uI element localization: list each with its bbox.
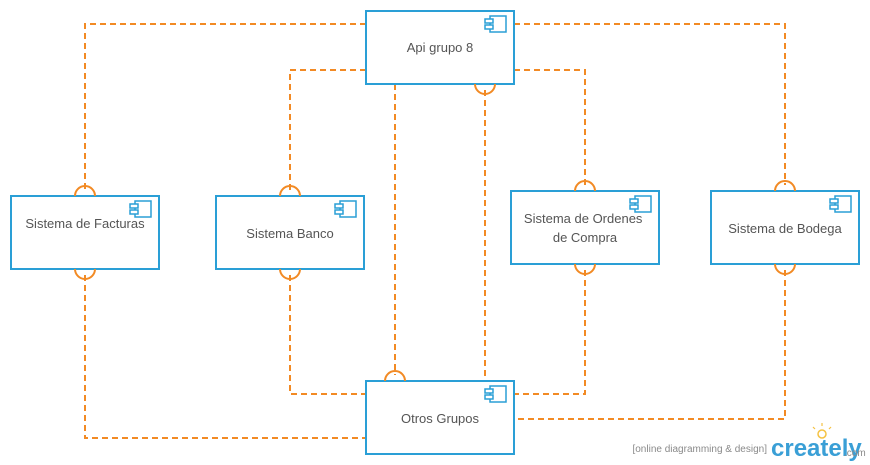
port-ordenes-top [574, 180, 596, 192]
component-icon [484, 15, 507, 33]
component-label: Otros Grupos [401, 411, 480, 426]
component-label: Sistema de Facturas [25, 216, 145, 231]
component-ordenes[interactable]: Sistema de Ordenes de Compra [510, 190, 660, 265]
connector-ordenes-otros[interactable] [514, 270, 586, 395]
component-icon [484, 385, 507, 403]
connector-facturas-otros[interactable] [84, 275, 366, 439]
component-icon [629, 195, 652, 213]
port-otros-top [384, 370, 406, 382]
watermark-brand: creately [771, 435, 862, 462]
component-banco[interactable]: Sistema Banco [215, 195, 365, 270]
connector-api-bodega[interactable] [514, 23, 786, 185]
component-label: Sistema de Ordenes de Compra [524, 211, 646, 245]
watermark-suffix: .com [844, 448, 866, 459]
watermark-tagline: [online diagramming & design] [632, 444, 767, 455]
component-label: Sistema de Bodega [728, 221, 842, 236]
component-label: Sistema Banco [246, 226, 333, 241]
creately-watermark: [online diagramming & design] creately .… [632, 423, 866, 462]
connector-api-banco[interactable] [289, 69, 366, 190]
port-facturas-bottom [74, 268, 96, 280]
port-bodega-bottom [774, 263, 796, 275]
connector-api-facturas[interactable] [84, 23, 366, 190]
component-icon [129, 200, 152, 218]
component-icon [334, 200, 357, 218]
connectors [84, 23, 786, 439]
ports [74, 83, 796, 382]
lightbulb-icon [812, 423, 832, 439]
port-banco-bottom [279, 268, 301, 280]
port-ordenes-bottom [574, 263, 596, 275]
component-label: Api grupo 8 [407, 40, 474, 55]
port-bodega-top [774, 180, 796, 192]
connector-api-ordenes[interactable] [514, 69, 586, 185]
component-facturas[interactable]: Sistema de Facturas [10, 195, 160, 270]
component-icon [829, 195, 852, 213]
port-banco-top [279, 185, 301, 197]
component-bodega[interactable]: Sistema de Bodega [710, 190, 860, 265]
component-otros[interactable]: Otros Grupos [365, 380, 515, 455]
port-api-bottom [474, 83, 496, 95]
component-api[interactable]: Api grupo 8 [365, 10, 515, 85]
connector-bodega-otros[interactable] [514, 270, 786, 420]
port-facturas-top [74, 185, 96, 197]
connector-banco-otros[interactable] [289, 275, 366, 395]
